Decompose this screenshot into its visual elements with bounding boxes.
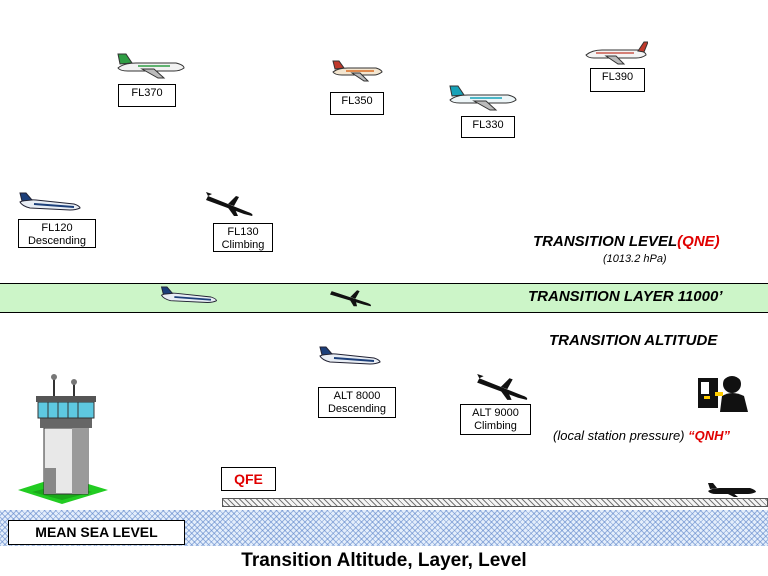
- airliner-icon: [206, 192, 253, 216]
- mean-sea-level-label: MEAN SEA LEVEL: [8, 520, 185, 545]
- fl350-label: FL350: [330, 92, 384, 115]
- sea-surface: [0, 510, 768, 546]
- fl370-label: FL370: [118, 84, 176, 107]
- runway: [222, 498, 768, 507]
- qnh-description: (local station pressure): [553, 428, 689, 443]
- airliner-icon: [708, 483, 756, 497]
- qnh-label: (local station pressure) “QNH”: [553, 428, 730, 443]
- transition-layer-band: [0, 283, 768, 313]
- airliner-icon: [332, 60, 383, 82]
- transition-level-label: TRANSITION LEVEL(QNE): [533, 233, 720, 250]
- transition-level-text: TRANSITION LEVEL: [533, 233, 678, 250]
- figure-caption: Transition Altitude, Layer, Level: [241, 550, 527, 571]
- airliner-icon: [477, 374, 528, 400]
- airliner-icon: [117, 53, 185, 79]
- airliner-icon: [449, 85, 517, 111]
- fl120-label-line2: Descending: [27, 235, 87, 247]
- qfe-label: QFE: [221, 467, 276, 491]
- fl390-label: FL390: [590, 68, 645, 92]
- transition-layer-label: TRANSITION LAYER 11000’: [528, 288, 723, 305]
- transition-altitude-label: TRANSITION ALTITUDE: [549, 332, 718, 349]
- standard-pressure-label: (1013.2 hPa): [603, 253, 667, 265]
- airliner-icon: [585, 41, 648, 65]
- alt8000-label-line1: ALT 8000: [333, 390, 381, 402]
- atc-controller-icon: [698, 374, 748, 412]
- control-tower-icon: [18, 374, 108, 504]
- qne-label: (QNE): [677, 233, 720, 250]
- qnh-code: “QNH”: [688, 428, 731, 443]
- fl130-label-line2: Climbing: [221, 239, 265, 251]
- alt9000-label-line2: Climbing: [474, 420, 517, 432]
- alt8000-label-line2: Descending: [327, 403, 387, 415]
- airliner-icon: [160, 286, 217, 303]
- alt9000-label-line1: ALT 9000: [472, 407, 519, 419]
- airliner-icon: [19, 192, 81, 211]
- airliner-icon: [330, 290, 372, 307]
- fl330-label: FL330: [461, 116, 515, 138]
- fl120-label-line1: FL120: [41, 222, 73, 234]
- airliner-icon: [319, 346, 381, 365]
- fl130-label-line1: FL130: [227, 226, 259, 238]
